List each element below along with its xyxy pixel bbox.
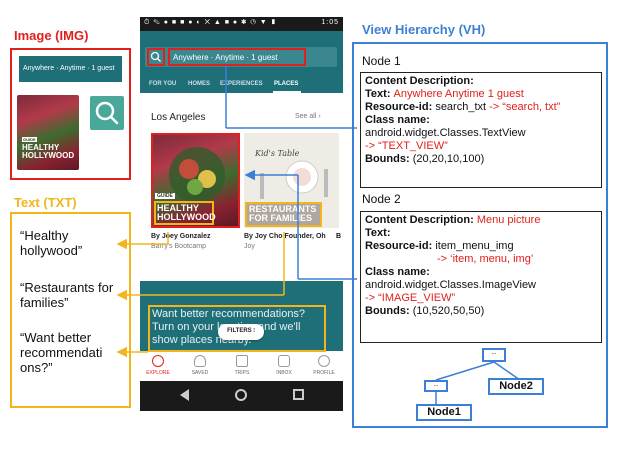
tab-for-you[interactable]: FOR YOU xyxy=(149,81,177,87)
profile-icon xyxy=(318,355,330,367)
city-heading: Los Angeles xyxy=(151,112,206,123)
image-panel: Anywhere · Anytime · 1 guest GUIDE HEALT… xyxy=(10,48,131,180)
nav-profile-label: PROFILE xyxy=(313,370,335,376)
view-hierarchy-section-title: View Hierarchy (VH) xyxy=(362,22,486,37)
search-text[interactable]: Anywhere · Anytime · 1 guest xyxy=(168,48,306,66)
text-item-recommendations: “Want better recommendati ons?” xyxy=(20,330,103,375)
image-thumbnail: GUIDE HEALTHY HOLLYWOOD xyxy=(17,95,79,170)
nav-explore-label: EXPLORE xyxy=(146,370,170,376)
system-navigation-bar xyxy=(140,381,343,411)
tree-edges xyxy=(435,361,521,406)
image-search-strip: Anywhere · Anytime · 1 guest xyxy=(19,56,122,82)
status-bar: ⏱ ✎ ● ■ ■ ● ◐ ✕ ▲ ■ ● ✱ ◷ ▼ ▮ 1:05 xyxy=(140,17,343,31)
tab-experiences[interactable]: EXPERIENCES xyxy=(220,81,263,87)
image-thumbnail-text: HEALTHY HOLLYWOOD xyxy=(22,143,75,160)
node1-resid-value: search_txt xyxy=(435,101,487,113)
node2-class-value: android.widget.Classes.ImageView xyxy=(365,279,536,291)
phone-screenshot: ⏱ ✎ ● ■ ■ ● ◐ ✕ ▲ ■ ● ✱ ◷ ▼ ▮ 1:05 Anywh… xyxy=(140,17,343,411)
nav-profile[interactable]: PROFILE xyxy=(308,355,340,376)
node2-content-desc-label: Content Description xyxy=(365,214,471,226)
tree-node1-label: Node1 xyxy=(416,404,472,421)
nav-saved[interactable]: SAVED xyxy=(184,355,216,376)
node2-details: Content Description: Menu picture Text: … xyxy=(360,211,602,343)
node1-text-value: Anywhere Anytime 1 guest xyxy=(393,88,524,100)
text-section-title: Text (TXT) xyxy=(14,195,77,210)
node1-details: Content Description: Text: Anywhere Anyt… xyxy=(360,72,602,188)
tab-places[interactable]: PLACES xyxy=(274,81,299,87)
back-icon[interactable] xyxy=(180,389,189,401)
recent-apps-icon[interactable] xyxy=(293,389,304,400)
nav-trips-label: TRIPS xyxy=(234,370,250,376)
node2-class-type: -> “IMAGE_VIEW” xyxy=(365,292,456,304)
tab-bar: FOR YOU HOMES EXPERIENCES PLACES xyxy=(140,77,343,93)
search-icon[interactable] xyxy=(147,48,165,66)
see-all-link[interactable]: See all › xyxy=(295,113,321,120)
node2-resid-value: item_menu_img xyxy=(435,240,514,252)
card3-author-partial: B xyxy=(336,233,342,240)
nav-explore[interactable]: EXPLORE xyxy=(142,355,174,376)
node2-bounds-value: (10,520,50,50) xyxy=(412,305,485,317)
search-bar[interactable] xyxy=(145,47,337,67)
trips-icon xyxy=(236,355,248,367)
filters-button[interactable]: FILTERS ⫶ xyxy=(218,324,264,340)
node1-bounds-value: (20,20,10,100) xyxy=(412,153,485,165)
tree-node2-label: Node2 xyxy=(488,378,544,395)
image-search-icon xyxy=(90,96,124,130)
node2-content-desc-value: Menu picture xyxy=(476,214,541,226)
card1-author: By Joey Gonzalez xyxy=(151,233,211,240)
card1-guide-badge: GUIDE xyxy=(155,193,175,199)
nav-saved-label: SAVED xyxy=(191,370,209,376)
node2-resid-tokens: -> ‘item, menu, img’ xyxy=(437,253,534,265)
node2-text-label: Text xyxy=(365,227,387,239)
node1-text-label: Text xyxy=(365,88,387,100)
node1-class-value: android.widget.Classes.TextView xyxy=(365,127,526,139)
home-icon[interactable] xyxy=(235,389,247,401)
node1-class-type: -> “TEXT_VIEW” xyxy=(365,140,448,152)
node1-resid-tokens: -> “search, txt” xyxy=(489,101,561,113)
card2-script-title: Kid's Table xyxy=(255,149,300,158)
text-item-restaurants: “Restaurants for families” xyxy=(20,280,114,310)
filters-icon: ⫶ xyxy=(253,328,255,334)
node2-title: Node 2 xyxy=(362,192,401,206)
node2-resid-label: Resource-id xyxy=(365,240,429,252)
node1-title: Node 1 xyxy=(362,54,401,68)
status-icons: ⏱ ✎ ● ■ ■ ● ◐ ✕ ▲ ■ ● ✱ ◷ ▼ ▮ xyxy=(144,19,277,26)
tab-homes[interactable]: HOMES xyxy=(188,81,211,87)
filters-label: FILTERS xyxy=(227,328,252,334)
bottom-navigation xyxy=(140,353,343,381)
card2-title: RESTAURANTS FOR FAMILIES xyxy=(245,202,322,227)
status-time: 1:05 xyxy=(321,19,339,26)
text-item-healthy: “Healthy hollywood” xyxy=(20,228,83,258)
nav-inbox[interactable]: INBOX xyxy=(268,355,300,376)
nav-inbox-label: INBOX xyxy=(276,370,292,376)
node1-bounds-label: Bounds xyxy=(365,153,406,165)
node2-bounds-label: Bounds xyxy=(365,305,406,317)
view-hierarchy-panel: Node 1 Content Description: Text: Anywhe… xyxy=(352,42,608,428)
node1-resid-label: Resource-id xyxy=(365,101,429,113)
inbox-icon xyxy=(278,355,290,367)
card-healthy-hollywood[interactable] xyxy=(151,133,240,228)
explore-icon xyxy=(152,355,164,367)
image-guide-badge: GUIDE xyxy=(22,137,37,142)
card1-title: HEALTHY HOLLYWOOD xyxy=(154,201,216,225)
node1-class-label: Class name xyxy=(365,114,427,126)
node1-content-desc-label: Content Description xyxy=(365,75,471,87)
card2-author-subtitle: Joy xyxy=(244,243,255,250)
card1-author-subtitle: Barry's Bootcamp xyxy=(151,243,207,250)
tree-root-node: ... xyxy=(482,348,506,362)
image-section-title: Image (IMG) xyxy=(14,28,89,43)
text-panel: “Healthy hollywood” “Restaurants for fam… xyxy=(10,212,131,408)
active-tab-indicator xyxy=(273,91,301,93)
tree-child-node: ... xyxy=(424,380,448,392)
card2-author: By Joy Cho Founder, Oh xyxy=(244,233,326,240)
node2-class-label: Class name xyxy=(365,266,427,278)
nav-trips[interactable]: TRIPS xyxy=(226,355,258,376)
heart-icon xyxy=(194,355,206,367)
